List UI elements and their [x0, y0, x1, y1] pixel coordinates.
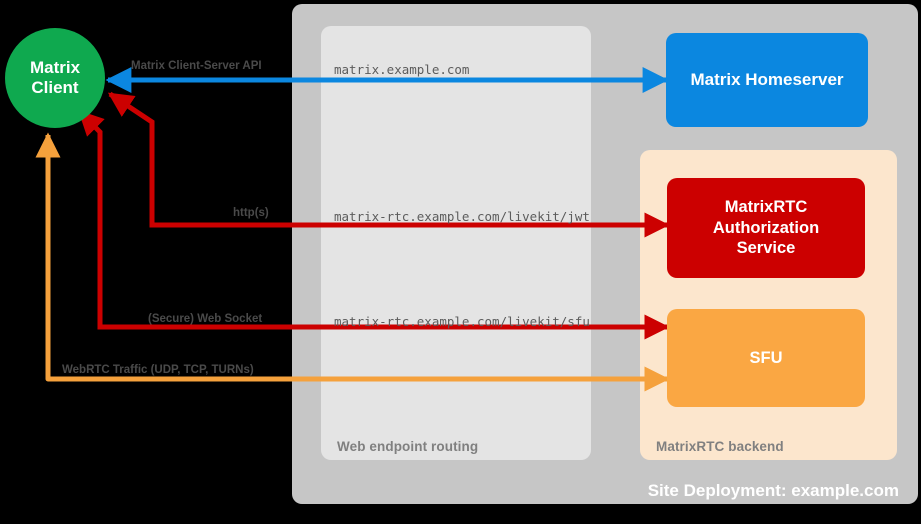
- auth-line2: Authorization: [712, 218, 820, 237]
- node-matrix-homeserver[interactable]: Matrix Homeserver: [666, 33, 868, 127]
- node-matrixrtc-authorization-service[interactable]: MatrixRTC Authorization Service: [667, 178, 865, 278]
- edge-label-web-socket: (Secure) Web Socket: [148, 313, 263, 325]
- node-matrix-client[interactable]: Matrix Client: [5, 28, 105, 128]
- edge-label-https: http(s): [233, 207, 269, 219]
- edge-label-client-server-api: Matrix Client-Server API: [131, 60, 262, 72]
- auth-line3: Service: [736, 239, 796, 258]
- matrix-client-line2: Client: [31, 78, 79, 97]
- site-deployment-label: Site Deployment: example.com: [647, 481, 899, 500]
- edge-label-webrtc-traffic: WebRTC Traffic (UDP, TCP, TURNs): [62, 364, 254, 376]
- web-endpoint-routing-panel: [321, 26, 591, 460]
- url-livekit-sfu: matrix-rtc.example.com/livekit/sfu: [334, 314, 590, 329]
- node-sfu[interactable]: SFU: [667, 309, 865, 407]
- matrix-homeserver-label: Matrix Homeserver: [690, 70, 844, 90]
- web-endpoint-routing-label: Web endpoint routing: [337, 439, 479, 454]
- url-livekit-jwt: matrix-rtc.example.com/livekit/jwt: [334, 209, 590, 224]
- url-matrix-example-com: matrix.example.com: [334, 62, 470, 77]
- matrix-client-line1: Matrix: [29, 57, 81, 77]
- matrixrtc-backend-label: MatrixRTC backend: [656, 439, 784, 454]
- auth-line1: MatrixRTC: [724, 197, 808, 216]
- sfu-label: SFU: [749, 348, 783, 367]
